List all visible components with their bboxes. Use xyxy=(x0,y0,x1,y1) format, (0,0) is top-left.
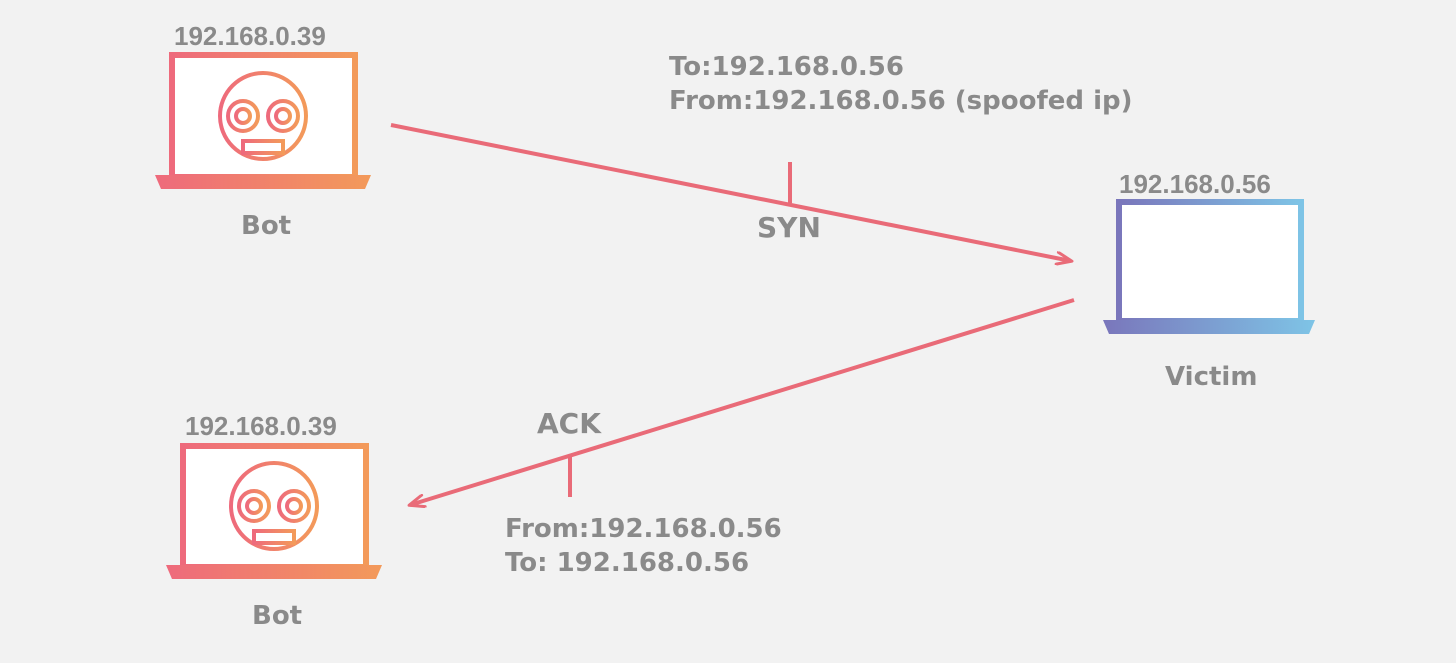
syn-label: SYN xyxy=(757,211,821,244)
robot-face-icon xyxy=(218,71,308,161)
bot-bottom-laptop-icon xyxy=(166,443,382,579)
syn-arrow xyxy=(390,123,1071,261)
bot-top-ip: 192.168.0.39 xyxy=(174,21,326,51)
bot-top-laptop-icon xyxy=(155,52,371,189)
bot-top-name: Bot xyxy=(241,211,292,241)
victim-laptop-icon xyxy=(1103,199,1315,334)
ack-to-address: To: 192.168.0.56 xyxy=(505,548,750,578)
robot-face-icon xyxy=(229,461,319,551)
bot-bottom-name: Bot xyxy=(252,601,303,631)
ack-label: ACK xyxy=(537,407,601,440)
ack-from-address: From:192.168.0.56 xyxy=(505,514,782,544)
victim-name: Victim xyxy=(1165,362,1258,392)
syn-to-address: To:192.168.0.56 xyxy=(669,52,904,82)
bot-bottom-ip: 192.168.0.39 xyxy=(185,411,337,441)
ack-arrow xyxy=(410,298,1075,505)
syn-from-address: From:192.168.0.56 (spoofed ip) xyxy=(669,86,1133,116)
victim-ip: 192.168.0.56 xyxy=(1119,169,1271,199)
